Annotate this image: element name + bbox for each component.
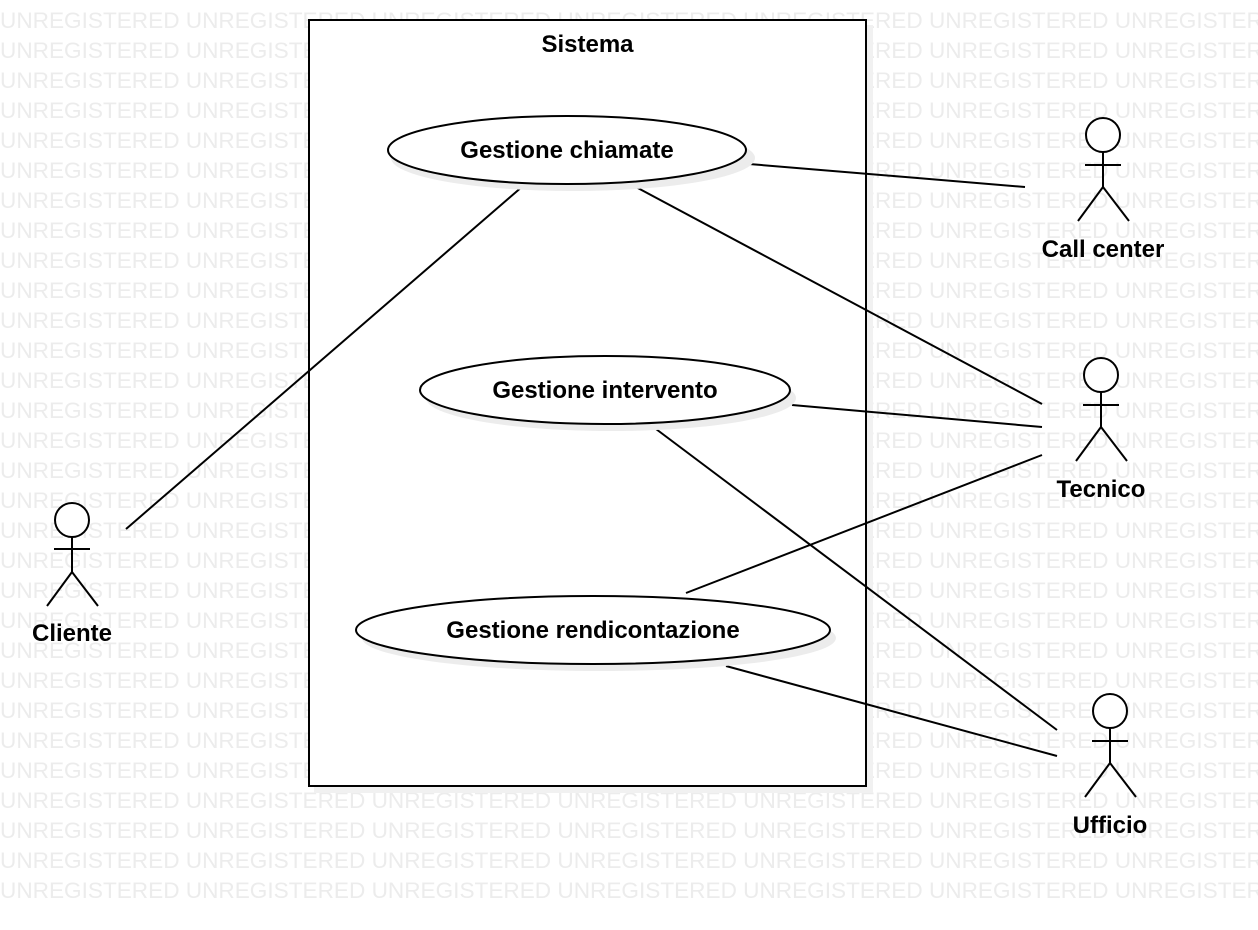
association-tecnico-chiamate[interactable] [633, 185, 1043, 405]
actor-left-leg [1075, 426, 1102, 462]
actor-tecnico[interactable]: Tecnico [1057, 357, 1146, 503]
actor-cliente[interactable]: Cliente [32, 502, 112, 647]
actor-head-icon [54, 502, 90, 538]
use-case-gestione-rendicontazione[interactable]: Gestione rendicontazione [355, 595, 836, 671]
use-case-ellipse [355, 595, 831, 665]
association-tecnico-rendicontazione[interactable] [685, 454, 1043, 594]
association-tecnico-intervento[interactable] [791, 404, 1043, 428]
use-case-label: Gestione intervento [492, 377, 717, 404]
actor-head-icon [1092, 693, 1128, 729]
association-ufficio-intervento[interactable] [651, 425, 1058, 731]
actor-right-leg [1109, 762, 1137, 798]
use-case-gestione-intervento[interactable]: Gestione intervento [419, 355, 796, 431]
actor-ufficio[interactable]: Ufficio [1073, 693, 1148, 839]
association-ufficio-rendicontazione[interactable] [725, 665, 1058, 757]
association-call-center-chiamate[interactable] [748, 163, 1026, 188]
actor-left-leg [1084, 762, 1111, 798]
actor-left-leg [46, 571, 73, 607]
actor-left-leg [1077, 186, 1104, 222]
actor-label: Call center [1042, 236, 1165, 263]
associations [125, 163, 1058, 757]
watermark-row: UNREGISTERED UNREGISTERED UNREGISTERED U… [0, 818, 1258, 843]
actor-label: Tecnico [1057, 476, 1146, 503]
watermark-row: UNREGISTERED UNREGISTERED UNREGISTERED U… [0, 788, 1258, 813]
watermark-row: UNREGISTERED UNREGISTERED UNREGISTERED U… [0, 878, 1258, 900]
system-title: Sistema [541, 31, 634, 58]
use-case-ellipse [419, 355, 791, 425]
use-case-label: Gestione rendicontazione [446, 617, 739, 644]
actor-head-icon [1083, 357, 1119, 393]
actor-label: Cliente [32, 620, 112, 647]
actor-label: Ufficio [1073, 812, 1148, 839]
use-case-label: Gestione chiamate [460, 137, 673, 164]
watermark-row: UNREGISTERED UNREGISTERED UNREGISTERED U… [0, 848, 1258, 873]
use-case-gestione-chiamate[interactable]: Gestione chiamate [387, 115, 755, 191]
actor-right-leg [71, 571, 99, 607]
actor-right-leg [1100, 426, 1128, 462]
association-cliente-chiamate[interactable] [125, 185, 524, 530]
actor-head-icon [1085, 117, 1121, 153]
use-case-ellipse [387, 115, 747, 185]
actor-call-center[interactable]: Call center [1042, 117, 1165, 263]
actor-right-leg [1102, 186, 1130, 222]
